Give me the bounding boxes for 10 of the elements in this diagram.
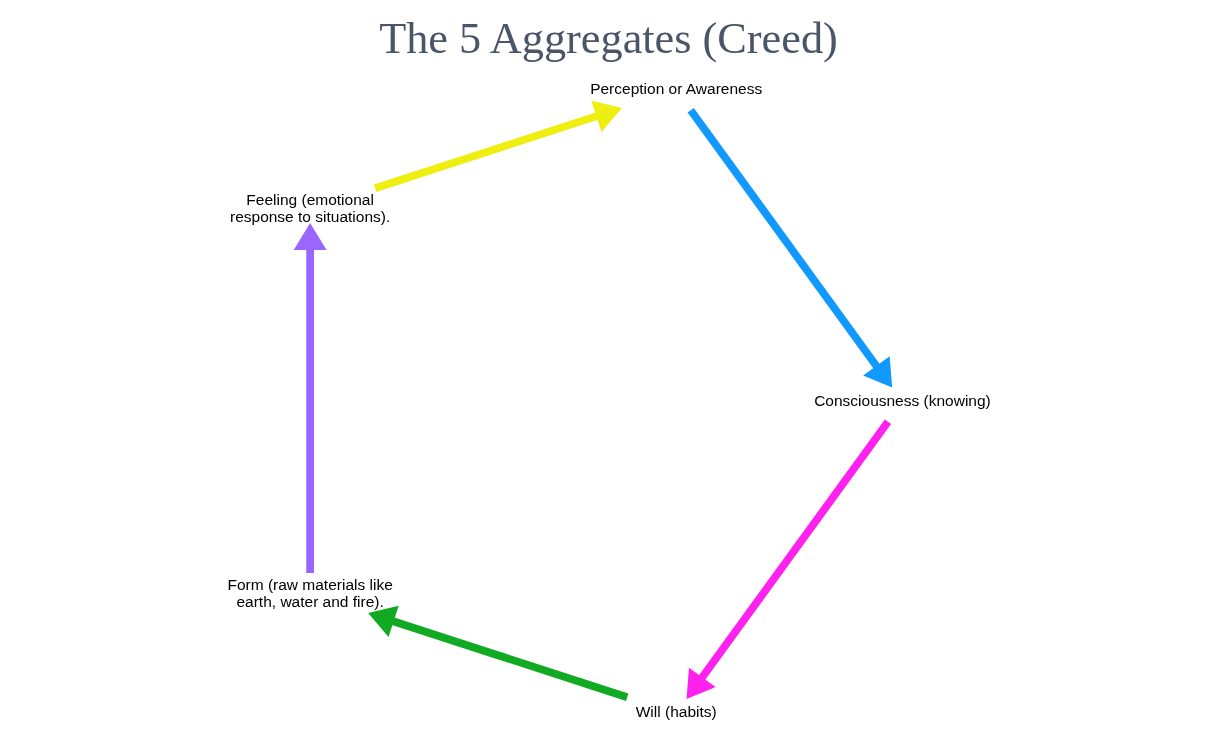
node-text: Will (habits) [635,703,717,721]
diagram-title: The 5 Aggregates (Creed) [379,13,838,63]
node-text: Consciousness (knowing) [814,391,991,409]
arrow [373,100,622,192]
arrow [686,419,892,699]
arrow [368,605,629,701]
node-text: Feeling (emotional response to situations). [229,191,391,225]
node-text: Form (raw materials like earth, water and fire). [227,576,393,610]
arrow [687,108,893,388]
node-text: Perception or Awareness [590,80,763,98]
